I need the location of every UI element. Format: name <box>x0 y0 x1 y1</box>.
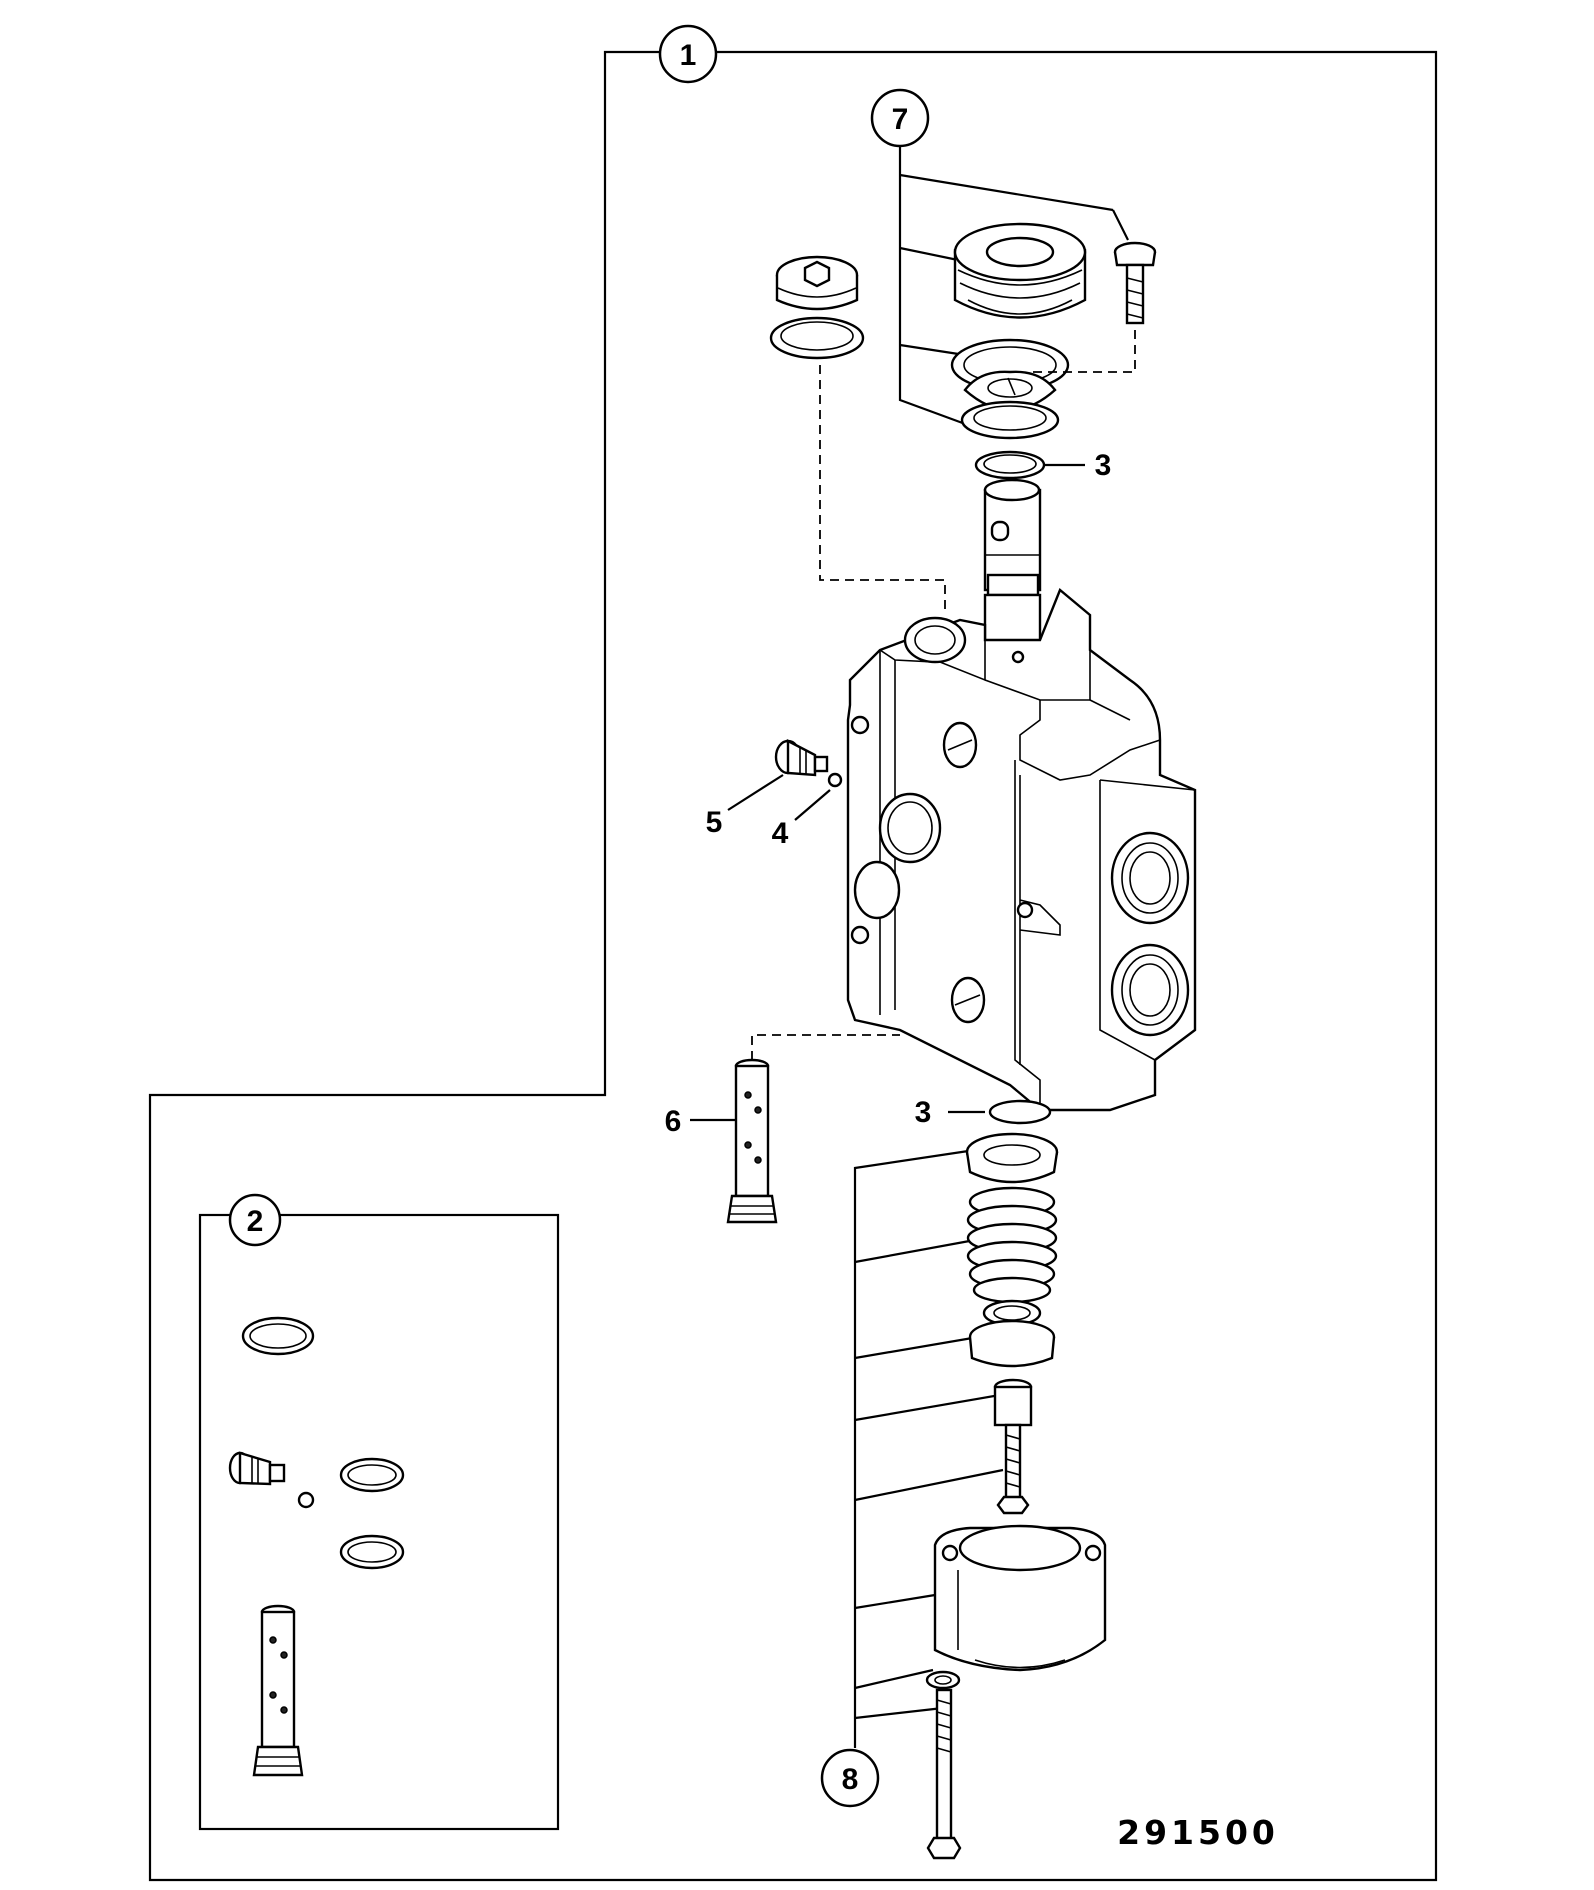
callout-8-label: 8 <box>842 1763 859 1796</box>
label-3-top: 3 <box>1095 449 1112 482</box>
top-plug-o-ring <box>769 316 865 360</box>
kit-2-check-spool <box>252 1604 304 1777</box>
side-plug <box>774 739 829 777</box>
label-6: 6 <box>665 1105 682 1138</box>
callout-1: 1 <box>658 24 718 84</box>
kit-2-o-ring-large <box>241 1316 315 1356</box>
spring-seat-lower <box>968 1299 1056 1368</box>
end-cap-housing <box>933 1524 1107 1672</box>
kit-8-leaders <box>853 1148 1004 1748</box>
kit-2-ball <box>297 1491 315 1509</box>
top-plug <box>775 255 859 311</box>
end-cap-bolt <box>926 1688 962 1860</box>
callout-1-label: 1 <box>680 39 697 72</box>
check-spool <box>726 1058 778 1224</box>
relief-valve-cap <box>953 222 1087 319</box>
kit-1-outline <box>148 50 1438 1882</box>
callout-2-label: 2 <box>247 1205 264 1238</box>
valve-body <box>846 588 1197 1112</box>
cap-screw <box>1113 241 1157 325</box>
kit-2-outline <box>198 1213 560 1831</box>
callout-8: 8 <box>820 1748 880 1808</box>
label-3-bottom: 3 <box>915 1096 932 1129</box>
spring-seat-upper <box>965 1132 1059 1184</box>
plug-leader <box>819 365 946 610</box>
spool-6-leader <box>751 1034 900 1060</box>
o-ring-bottom <box>988 1099 1052 1125</box>
callout-2: 2 <box>228 1193 282 1247</box>
callout-7: 7 <box>870 88 1129 427</box>
spring <box>966 1186 1058 1304</box>
spool-top <box>983 478 1042 647</box>
kit-2-o-ring-a <box>339 1457 405 1493</box>
screw-leader <box>1030 330 1136 373</box>
drawing-number: 291500 <box>1117 1813 1279 1852</box>
o-ring-top <box>974 450 1046 480</box>
kit-2-plug <box>228 1451 286 1486</box>
label-4-leader <box>794 789 831 821</box>
adjusting-screw <box>996 1423 1030 1515</box>
cap-seal-ring <box>963 370 1057 412</box>
label-4: 4 <box>772 817 789 850</box>
cap-o-ring <box>960 400 1060 440</box>
end-cap-washer <box>925 1670 961 1690</box>
kit-2-o-ring-b <box>339 1534 405 1570</box>
spacer-sleeve <box>993 1378 1033 1427</box>
label-5: 5 <box>706 806 723 839</box>
check-ball <box>827 772 843 788</box>
label-5-leader <box>727 774 784 811</box>
callout-7-label: 7 <box>892 103 909 136</box>
